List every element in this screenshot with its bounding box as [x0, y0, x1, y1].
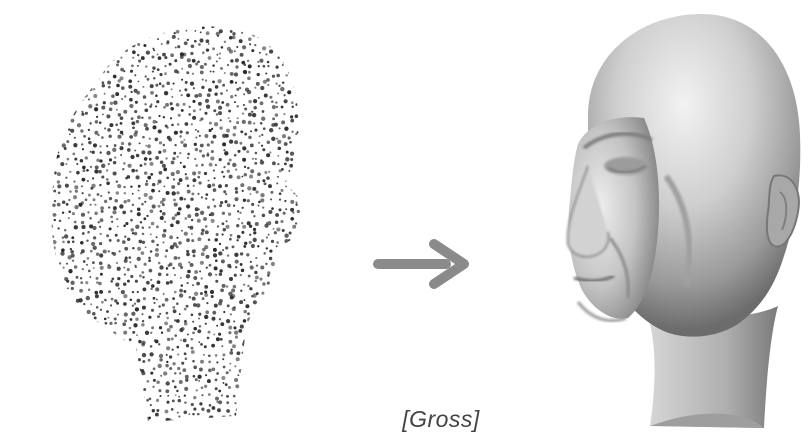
point-cloud-dots	[40, 18, 318, 428]
mesh-head-render	[548, 6, 802, 432]
arrow-right-icon	[372, 236, 476, 292]
point-cloud-head	[40, 18, 320, 428]
figure-caption: [Gross]	[386, 404, 496, 434]
